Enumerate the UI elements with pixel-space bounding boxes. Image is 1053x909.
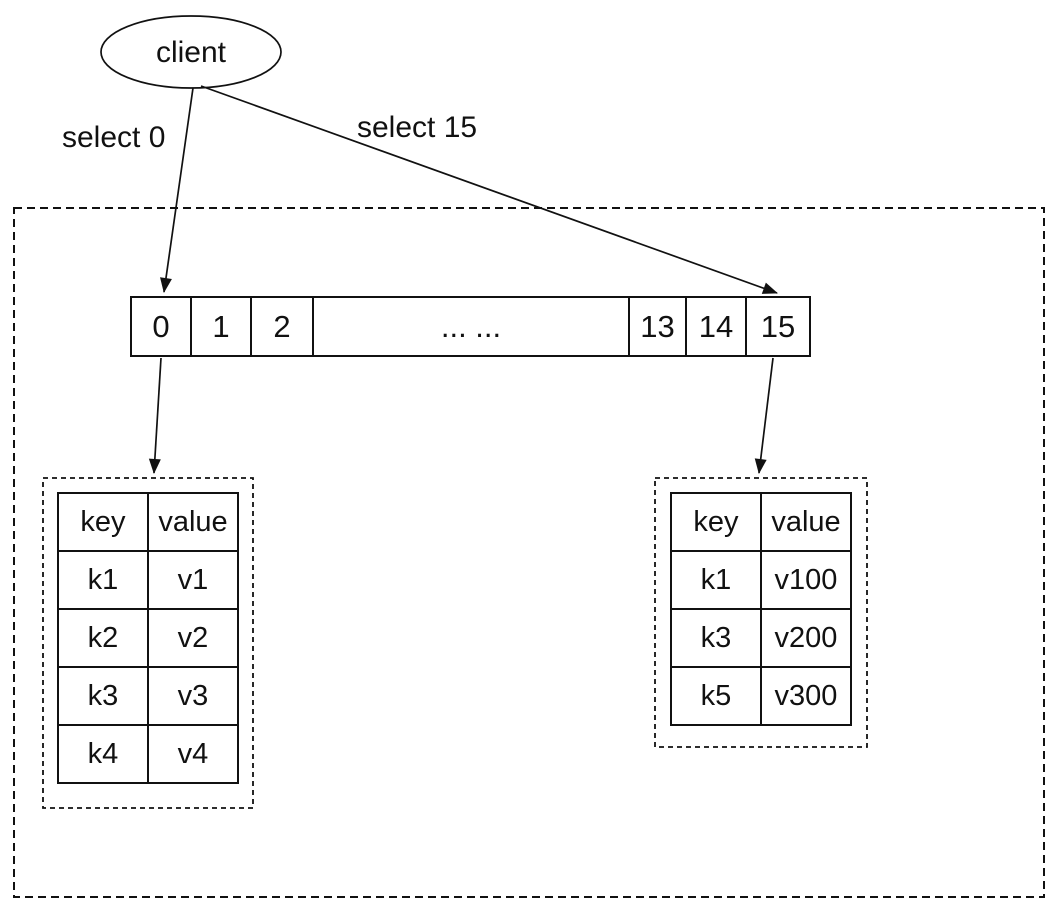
table-cell: v4 bbox=[147, 724, 239, 784]
arrow-slot0-to-left-store bbox=[148, 357, 162, 474]
table-row: k5 v300 bbox=[670, 666, 852, 726]
table-cell: v1 bbox=[147, 550, 239, 610]
table-row: k4 v4 bbox=[57, 724, 239, 784]
slot-cell-ellipsis: ... ... bbox=[314, 298, 630, 355]
table-cell: v200 bbox=[760, 608, 852, 668]
table-cell: k3 bbox=[57, 666, 149, 726]
table-header-cell: value bbox=[760, 492, 852, 552]
slot-cell-0: 0 bbox=[132, 298, 192, 355]
table-header-row: key value bbox=[670, 492, 852, 552]
table-cell: k1 bbox=[670, 550, 762, 610]
table-cell: v3 bbox=[147, 666, 239, 726]
arrow-select-0 bbox=[160, 87, 194, 293]
slot-array: 0 1 2 ... ... 13 14 15 bbox=[130, 296, 811, 357]
arrow-slot15-to-right-store bbox=[754, 357, 774, 474]
table-cell: v2 bbox=[147, 608, 239, 668]
kv-table-right: key value k1 v100 k3 v200 k5 v300 bbox=[670, 492, 852, 726]
edge-label-select-15: select 15 bbox=[357, 111, 478, 144]
kv-table-left: key value k1 v1 k2 v2 k3 v3 k4 v4 bbox=[57, 492, 239, 784]
server-boundary bbox=[13, 207, 1045, 898]
edge-label-select-0: select 0 bbox=[62, 121, 166, 154]
table-row: k1 v100 bbox=[670, 550, 852, 610]
client-label: client bbox=[155, 35, 227, 69]
table-row: k1 v1 bbox=[57, 550, 239, 610]
arrow-select-15 bbox=[200, 85, 778, 294]
table-cell: k2 bbox=[57, 608, 149, 668]
slot-cell-13: 13 bbox=[630, 298, 687, 355]
slot-cell-2: 2 bbox=[252, 298, 314, 355]
table-row: k3 v3 bbox=[57, 666, 239, 726]
table-cell: v300 bbox=[760, 666, 852, 726]
table-cell: v100 bbox=[760, 550, 852, 610]
table-header-cell: value bbox=[147, 492, 239, 552]
slot-cell-15: 15 bbox=[747, 298, 809, 355]
table-row: k3 v200 bbox=[670, 608, 852, 668]
table-header-cell: key bbox=[670, 492, 762, 552]
slot-cell-1: 1 bbox=[192, 298, 252, 355]
table-cell: k5 bbox=[670, 666, 762, 726]
table-cell: k4 bbox=[57, 724, 149, 784]
table-header-row: key value bbox=[57, 492, 239, 552]
table-cell: k1 bbox=[57, 550, 149, 610]
right-store-boundary bbox=[654, 477, 868, 748]
table-header-cell: key bbox=[57, 492, 149, 552]
slot-cell-14: 14 bbox=[687, 298, 747, 355]
table-row: k2 v2 bbox=[57, 608, 239, 668]
client-node bbox=[100, 15, 282, 89]
table-cell: k3 bbox=[670, 608, 762, 668]
